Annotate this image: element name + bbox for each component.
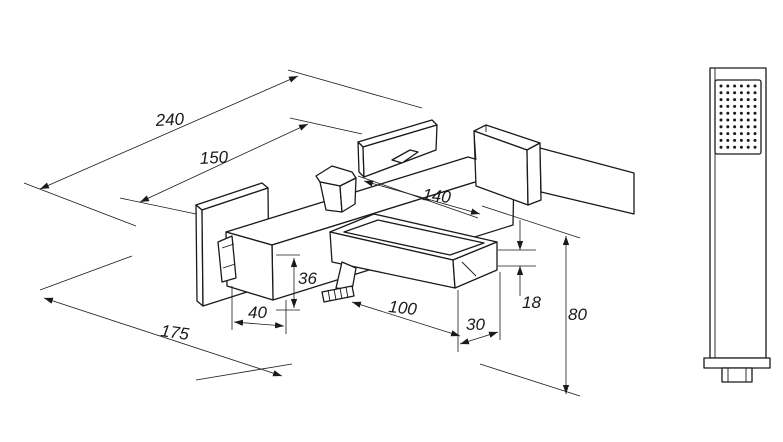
dim-label-140: 140: [422, 185, 453, 207]
shower-nozzle: [746, 145, 750, 149]
shower-nozzle: [739, 125, 743, 129]
shower-head-face: [714, 79, 762, 155]
right-connector: [391, 149, 419, 164]
shower-nozzle: [753, 91, 757, 95]
shower-nozzle: [733, 98, 737, 102]
shower-nozzle: [733, 125, 737, 129]
shower-nozzle: [733, 132, 737, 136]
shower-nozzle: [726, 91, 730, 95]
shower-nozzle: [753, 98, 757, 102]
shower-nozzle: [739, 98, 743, 102]
dimension-labels: 240 150 140 36 40 100 30 18 80 175: [154, 110, 587, 344]
shower-nozzle: [746, 118, 750, 122]
shower-nozzle: [753, 145, 757, 149]
shower-nozzle: [739, 118, 743, 122]
shower-nozzles: [719, 84, 757, 149]
shower-nozzle: [726, 104, 730, 108]
shower-nozzle: [719, 118, 723, 122]
shower-nozzle: [719, 98, 723, 102]
shower-nozzle: [719, 84, 723, 88]
hose-connector: [721, 367, 753, 383]
shower-nozzle: [739, 145, 743, 149]
shower-nozzle: [753, 125, 757, 129]
shower-nozzle: [739, 132, 743, 136]
shower-nozzle: [733, 104, 737, 108]
shower-nozzle: [719, 104, 723, 108]
hose-connector-ring: [703, 357, 771, 369]
shower-nozzle: [739, 91, 743, 95]
shower-nozzle: [733, 91, 737, 95]
shower-nozzle: [726, 132, 730, 136]
dim-label-240: 240: [154, 110, 185, 131]
shower-nozzle: [746, 98, 750, 102]
shower-nozzle: [726, 98, 730, 102]
shower-nozzle: [746, 91, 750, 95]
shower-nozzle: [746, 84, 750, 88]
shower-nozzle: [719, 111, 723, 115]
lever-handle: [473, 124, 635, 215]
dim-label-40: 40: [248, 303, 267, 322]
shower-nozzle: [733, 145, 737, 149]
dim-label-36: 36: [298, 269, 317, 288]
mixer-assembly: [195, 119, 635, 307]
dim-label-150: 150: [199, 148, 229, 168]
shower-nozzle: [746, 111, 750, 115]
shower-nozzle: [726, 84, 730, 88]
shower-nozzle: [753, 118, 757, 122]
shower-nozzle: [719, 125, 723, 129]
shower-nozzle: [726, 138, 730, 142]
left-connector: [217, 235, 237, 283]
shower-nozzle: [739, 138, 743, 142]
shower-nozzle: [719, 145, 723, 149]
dim-label-30: 30: [466, 315, 485, 334]
spout: [329, 213, 498, 289]
shower-nozzle: [726, 118, 730, 122]
shower-nozzle: [746, 125, 750, 129]
shower-nozzle: [753, 111, 757, 115]
shower-nozzle: [726, 145, 730, 149]
shower-nozzle: [746, 104, 750, 108]
shower-nozzle: [753, 84, 757, 88]
shower-nozzle: [746, 138, 750, 142]
shower-nozzle: [719, 132, 723, 136]
shower-nozzle: [739, 111, 743, 115]
shower-nozzle: [753, 132, 757, 136]
shower-nozzle: [733, 138, 737, 142]
hand-shower: [703, 67, 771, 383]
dimension-lines: [23, 69, 581, 397]
shower-nozzle: [753, 138, 757, 142]
shower-nozzle: [719, 138, 723, 142]
dim-label-100: 100: [388, 297, 419, 319]
diverter-knob: [315, 165, 357, 213]
shower-nozzle: [753, 104, 757, 108]
dim-label-18: 18: [522, 293, 541, 312]
shower-nozzle: [726, 125, 730, 129]
shower-nozzle: [739, 84, 743, 88]
shower-nozzle: [719, 91, 723, 95]
shower-nozzle: [739, 104, 743, 108]
shower-nozzle: [746, 132, 750, 136]
dim-label-175: 175: [159, 321, 190, 344]
shower-nozzle: [726, 111, 730, 115]
shower-nozzle: [733, 111, 737, 115]
shower-nozzle: [733, 84, 737, 88]
shower-nozzle: [733, 118, 737, 122]
hose-outlet: [321, 261, 357, 303]
dim-label-80: 80: [568, 305, 587, 324]
